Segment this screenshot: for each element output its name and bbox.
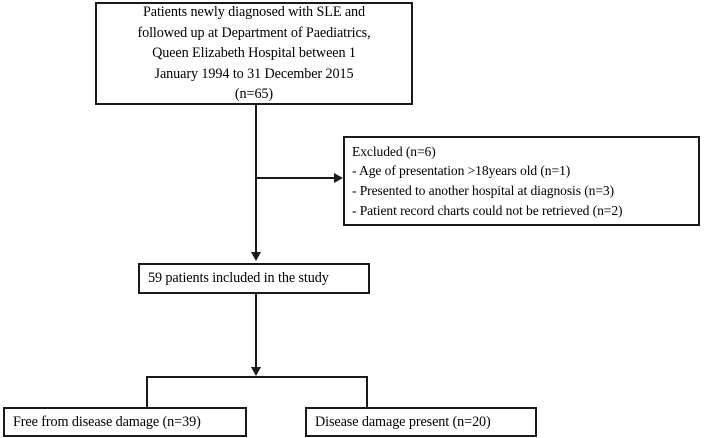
enrollment-line-1: Patients newly diagnosed with SLE and [142,4,366,21]
split-horizontal-connector [146,376,368,378]
excluded-reason-2: - Presented to another hospital at diagn… [352,183,615,198]
excluded-reason-1: - Age of presentation >18years old (n=1) [352,163,571,179]
enrollment-line-4: January 1994 to 31 December 2015 [154,65,354,82]
no-damage-label: Free from disease damage (n=39) [13,413,201,430]
no-damage-box: Free from disease damage (n=39) [3,407,247,437]
enrollment-line-2: followed up at Department of Paediatrics… [137,24,371,41]
damage-label: Disease damage present (n=20) [315,413,491,430]
excluded-reason-3: - Patient record charts could not be ret… [352,202,623,218]
excluded-box: Excluded (n=6) - Age of presentation >18… [343,136,700,226]
enrollment-line-5: (n=65) [234,86,274,103]
connector-to-no-damage [146,376,148,408]
connector-to-damage [366,376,368,408]
enrollment-line-3: Queen Elizabeth Hospital between 1 [152,45,356,62]
arrowhead-down-icon [251,252,261,261]
connector-to-excluded [255,177,335,179]
excluded-heading: Excluded (n=6) [352,143,436,159]
enrollment-box: Patients newly diagnosed with SLE and fo… [95,2,413,105]
arrowhead-down-split-icon [251,367,261,376]
arrowhead-right-icon [334,173,343,183]
damage-box: Disease damage present (n=20) [305,407,537,437]
included-box: 59 patients included in the study [138,263,370,294]
included-label: 59 patients included in the study [148,270,329,287]
connector-enrollment-to-included [255,105,257,254]
connector-included-to-split [255,294,257,369]
